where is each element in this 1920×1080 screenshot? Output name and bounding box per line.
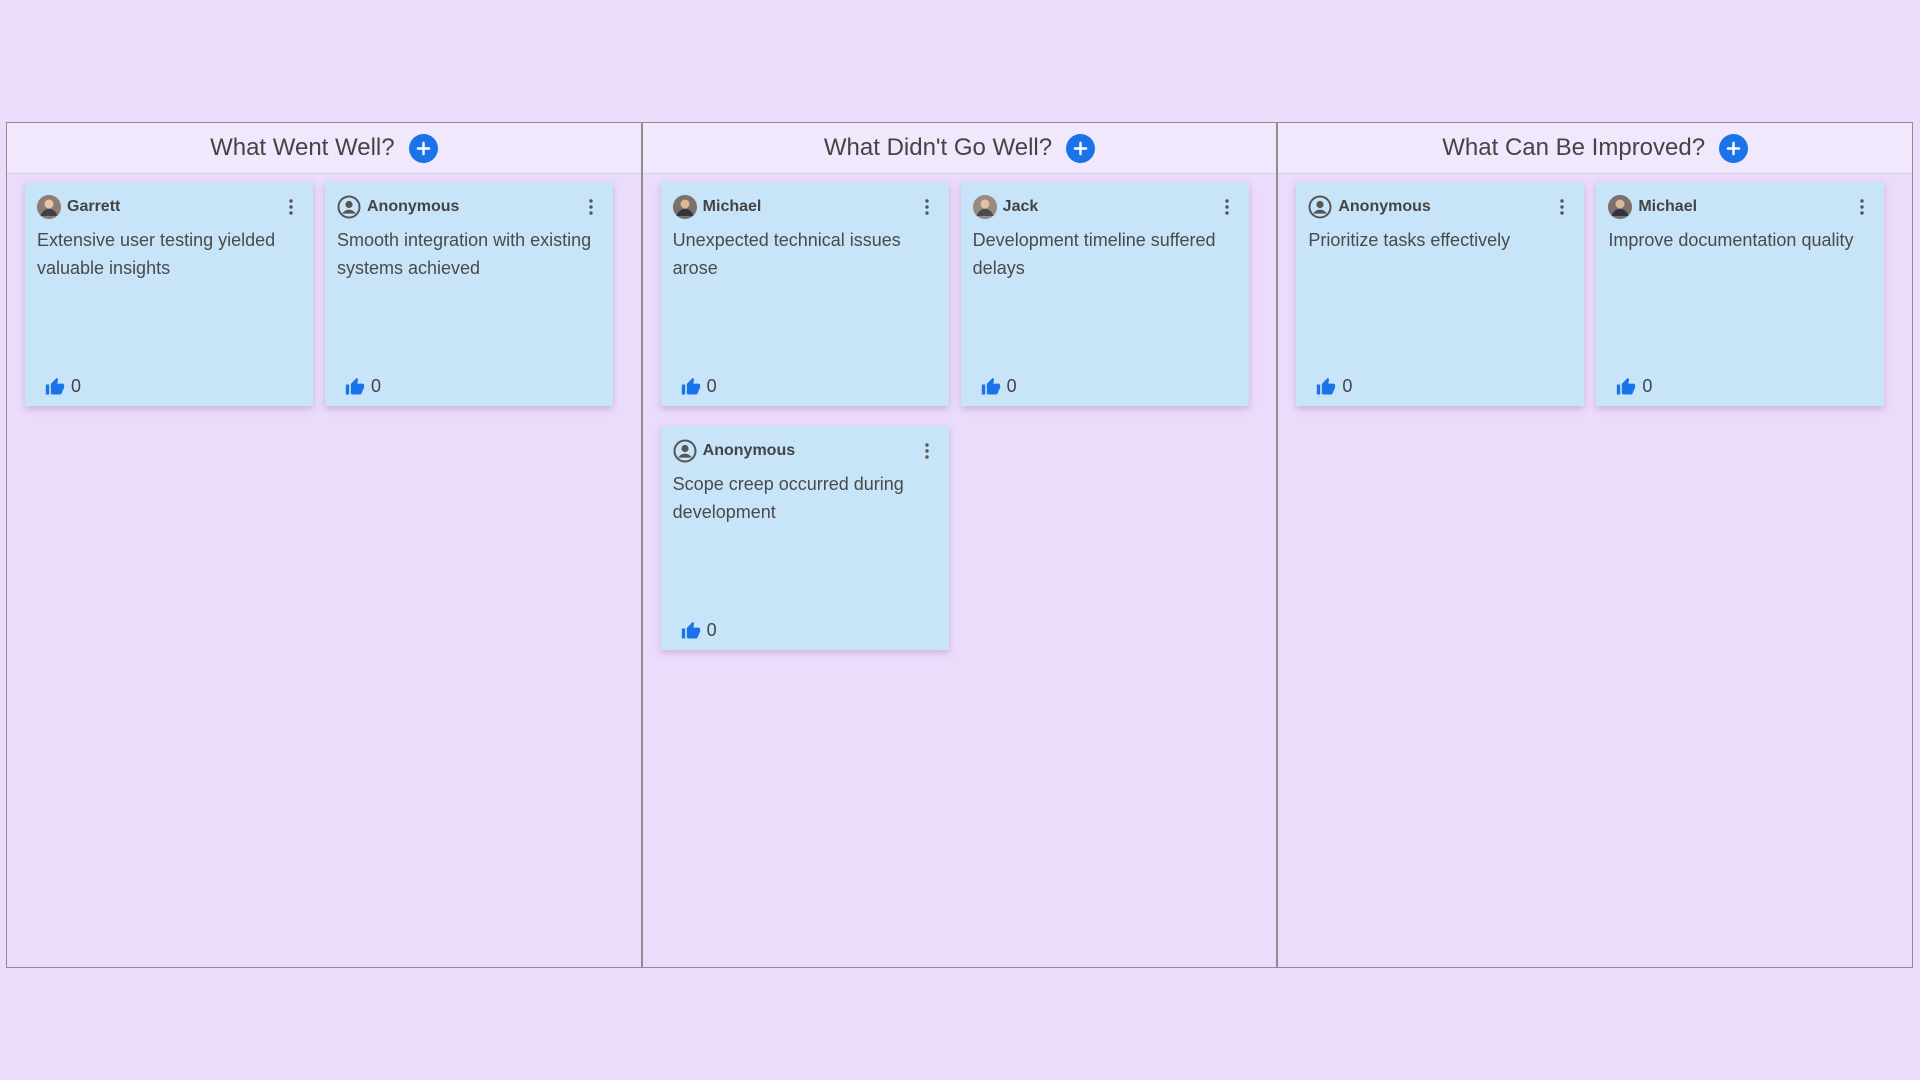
- like-count: 0: [706, 620, 717, 640]
- avatar: [37, 195, 61, 219]
- account-circle-icon: [673, 439, 697, 463]
- like-count: 0: [371, 376, 382, 396]
- plus-icon: [1073, 141, 1088, 155]
- more-vertical-icon[interactable]: [283, 196, 299, 218]
- more-vertical-icon[interactable]: [1219, 196, 1235, 218]
- thumbs-up-icon[interactable]: [1616, 377, 1636, 397]
- retro-card[interactable]: Anonymous Prioritize tasks effectively 0: [1296, 182, 1585, 406]
- add-card-button[interactable]: [408, 133, 438, 163]
- retro-board: What Went Well? Garrett Extensive user t…: [6, 122, 1913, 968]
- card-list: Anonymous Prioritize tasks effectively 0: [1278, 174, 1912, 406]
- avatar: [972, 195, 997, 219]
- thumbs-up-icon[interactable]: [45, 377, 65, 397]
- plus-icon: [1726, 141, 1741, 155]
- thumbs-up-icon[interactable]: [681, 621, 701, 641]
- card-footer: 0: [681, 376, 717, 397]
- card-footer: 0: [345, 376, 381, 397]
- retro-card[interactable]: Anonymous Smooth integration with existi…: [325, 182, 613, 406]
- like-count: 0: [1006, 376, 1017, 396]
- card-header: Garrett: [37, 194, 299, 220]
- avatar: [337, 195, 361, 219]
- add-card-button[interactable]: [1066, 133, 1096, 163]
- column-title: What Can Be Improved?: [1442, 134, 1706, 161]
- avatar: [672, 195, 697, 219]
- card-text: Unexpected technical issues arose: [672, 230, 901, 278]
- card-text: Extensive user testing yielded valuable …: [37, 230, 276, 278]
- card-author: Michael: [1638, 198, 1698, 215]
- card-header: Anonymous: [673, 438, 935, 464]
- card-text: Smooth integration with existing systems…: [337, 230, 592, 278]
- column-what-can-be-improved: What Can Be Improved? Anonymous Prioriti…: [1278, 123, 1913, 967]
- card-text: Scope creep occurred during development: [672, 474, 904, 522]
- card-author: Anonymous: [702, 442, 796, 459]
- retro-card[interactable]: Michael Unexpected technical issues aros…: [660, 182, 949, 406]
- card-author: Anonymous: [1338, 198, 1431, 215]
- more-vertical-icon[interactable]: [1554, 196, 1570, 218]
- account-circle-icon: [337, 195, 361, 219]
- retro-card[interactable]: Michael Improve documentation quality 0: [1596, 182, 1885, 406]
- card-author: Jack: [1002, 198, 1039, 215]
- more-vertical-icon[interactable]: [1854, 196, 1870, 218]
- more-vertical-icon[interactable]: [919, 440, 935, 462]
- thumbs-up-icon[interactable]: [1316, 377, 1336, 397]
- card-text: Prioritize tasks effectively: [1308, 230, 1511, 250]
- card-author: Anonymous: [367, 198, 460, 215]
- column-header: What Didn't Go Well?: [642, 123, 1277, 174]
- column-header: What Went Well?: [7, 123, 641, 174]
- avatar: [1308, 195, 1332, 219]
- retro-card[interactable]: Jack Development timeline suffered delay…: [960, 182, 1249, 406]
- card-footer: 0: [1616, 376, 1652, 397]
- card-header: Michael: [672, 194, 935, 220]
- thumbs-up-icon[interactable]: [345, 377, 365, 397]
- column-title: What Went Well?: [210, 134, 395, 161]
- like-count: 0: [706, 376, 717, 396]
- account-circle-icon: [1308, 195, 1332, 219]
- card-text: Improve documentation quality: [1608, 230, 1854, 250]
- avatar: [673, 439, 697, 463]
- like-count: 0: [1642, 376, 1653, 396]
- retro-card[interactable]: Garrett Extensive user testing yielded v…: [25, 182, 313, 406]
- card-header: Jack: [972, 194, 1235, 220]
- card-header: Michael: [1608, 194, 1870, 220]
- more-vertical-icon[interactable]: [919, 196, 935, 218]
- like-count: 0: [71, 376, 82, 396]
- thumbs-up-icon[interactable]: [981, 377, 1001, 397]
- user-photo-icon: [972, 195, 997, 219]
- thumbs-up-icon[interactable]: [681, 377, 701, 397]
- user-photo-icon: [672, 195, 697, 219]
- avatar: [1608, 195, 1633, 219]
- user-photo-icon: [37, 195, 61, 219]
- card-footer: 0: [681, 620, 717, 641]
- column-what-went-well: What Went Well? Garrett Extensive user t…: [7, 123, 643, 967]
- retro-card[interactable]: Anonymous Scope creep occurred during de…: [660, 426, 949, 650]
- like-count: 0: [1342, 376, 1353, 396]
- card-footer: 0: [981, 376, 1017, 397]
- column-title: What Didn't Go Well?: [823, 134, 1053, 161]
- card-text: Development timeline suffered delays: [972, 230, 1216, 278]
- card-author: Garrett: [67, 198, 121, 215]
- card-list: Garrett Extensive user testing yielded v…: [7, 174, 641, 406]
- column-what-didnt-go-well: What Didn't Go Well? Michael Unexpected …: [642, 123, 1279, 967]
- card-author: Michael: [702, 198, 762, 215]
- plus-icon: [416, 141, 430, 155]
- add-card-button[interactable]: [1719, 133, 1749, 163]
- card-footer: 0: [1316, 376, 1352, 397]
- column-header: What Can Be Improved?: [1278, 123, 1913, 174]
- card-list: Michael Unexpected technical issues aros…: [643, 174, 1277, 650]
- card-footer: 0: [45, 376, 81, 397]
- user-photo-icon: [1608, 195, 1633, 219]
- card-header: Anonymous: [1308, 194, 1570, 220]
- card-header: Anonymous: [337, 194, 599, 220]
- more-vertical-icon[interactable]: [583, 196, 599, 218]
